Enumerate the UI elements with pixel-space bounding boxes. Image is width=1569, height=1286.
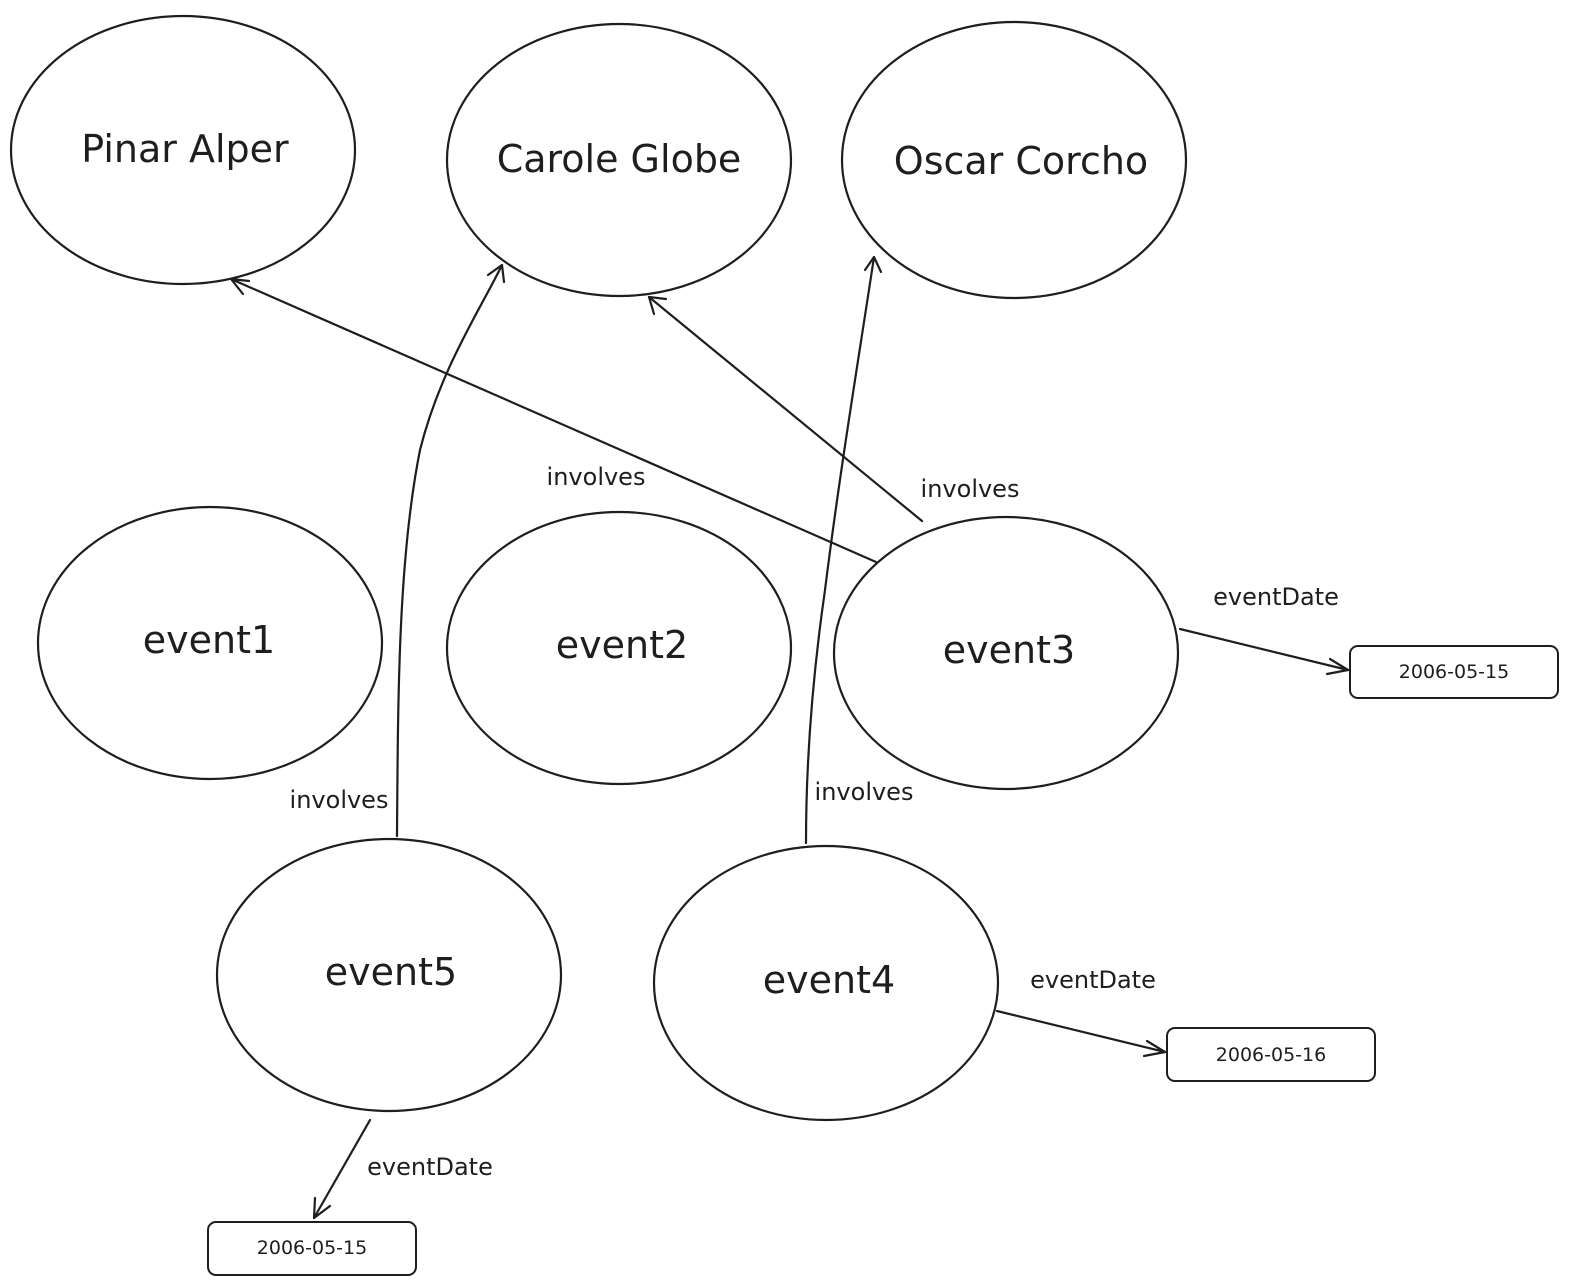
node-oscar-corcho[interactable]: Oscar Corcho [840, 20, 1188, 300]
literal-event4-date-label: 2006-05-16 [1216, 1044, 1326, 1066]
node-event1[interactable]: event1 [36, 505, 384, 781]
edge-event5-date-line [312, 1118, 372, 1220]
edge-label-involves-event5: involves [290, 786, 389, 814]
node-oscar-corcho-label: Oscar Corcho [894, 139, 1148, 183]
arrowhead-carole-1 [647, 295, 668, 316]
edge-event4-date-line [995, 1009, 1167, 1054]
literal-event3-date-box [1349, 645, 1559, 699]
edge-event4-involves-oscar [804, 255, 883, 845]
edge-event3-carole-line [647, 295, 924, 523]
edge-event5-eventdate [312, 1118, 372, 1220]
node-event5[interactable]: event5 [215, 837, 563, 1113]
node-carole-globe-label: Carole Globe [497, 137, 742, 181]
node-event4-shape [652, 844, 1000, 1122]
node-event4-label: event4 [763, 958, 895, 1002]
arrowhead-event5-date [312, 1196, 332, 1220]
edge-label-eventdate-event5: eventDate [367, 1153, 493, 1181]
arrowhead-carole-2 [486, 263, 506, 284]
node-event3-label: event3 [943, 628, 1075, 672]
edge-event5-involves-carole [395, 263, 506, 838]
node-event1-shape [36, 505, 384, 781]
node-oscar-corcho-shape [840, 20, 1188, 300]
node-event4[interactable]: event4 [652, 844, 1000, 1122]
edge-label-involves-carole-1: involves [921, 475, 1020, 503]
node-event5-shape [215, 837, 563, 1113]
node-pinar-alper-shape [9, 14, 357, 286]
edge-event5-carole-line [395, 263, 504, 838]
node-event2-label: event2 [556, 623, 688, 667]
edge-event3-involves-pinar [229, 277, 878, 564]
edge-event4-eventdate [995, 1009, 1167, 1058]
arrowhead-oscar [863, 255, 883, 274]
literal-event5-date-label: 2006-05-15 [257, 1237, 367, 1259]
edge-event3-involves-carole [647, 295, 924, 523]
edge-event4-oscar-line [804, 255, 876, 845]
edge-label-involves-event4: involves [815, 778, 914, 806]
edge-label-eventdate-event4: eventDate [1030, 966, 1156, 994]
edge-event3-pinar-line [229, 277, 878, 564]
node-event2[interactable]: event2 [445, 510, 793, 786]
edge-event3-date-line [1178, 627, 1350, 672]
arrowhead-event3-date [1325, 657, 1350, 676]
edge-event3-eventdate [1178, 627, 1350, 676]
edge-label-eventdate-event3: eventDate [1213, 583, 1339, 611]
node-event2-shape [445, 510, 793, 786]
node-pinar-alper-label: Pinar Alper [81, 127, 289, 171]
arrowhead-event4-date [1142, 1039, 1167, 1058]
literal-event3-date[interactable]: 2006-05-15 [1349, 645, 1559, 699]
node-event1-label: event1 [143, 618, 275, 662]
node-pinar-alper[interactable]: Pinar Alper [9, 14, 357, 286]
literal-event3-date-label: 2006-05-15 [1399, 661, 1509, 683]
literal-event4-date[interactable]: 2006-05-16 [1166, 1027, 1376, 1082]
node-carole-globe[interactable]: Carole Globe [445, 22, 793, 298]
literal-event5-date[interactable]: 2006-05-15 [207, 1221, 417, 1276]
node-carole-globe-shape [445, 22, 793, 298]
literal-event4-date-box [1166, 1027, 1376, 1082]
edge-label-involves-carole-2: involves [547, 463, 646, 491]
arrowhead-pinar [229, 277, 251, 296]
node-event5-label: event5 [325, 950, 457, 994]
node-event3[interactable]: event3 [832, 515, 1180, 791]
literal-event5-date-box [207, 1221, 417, 1276]
node-event3-shape [832, 515, 1180, 791]
